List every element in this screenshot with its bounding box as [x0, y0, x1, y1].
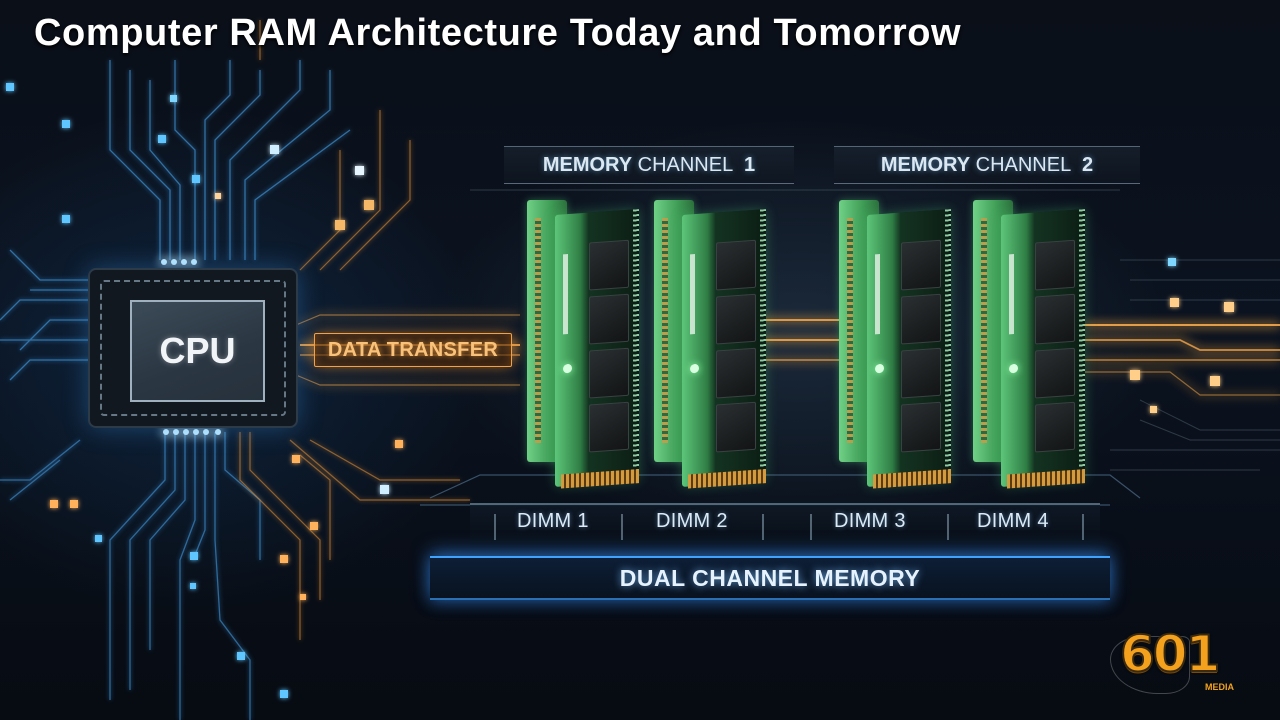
cpu-pin-border — [100, 280, 286, 416]
slot-divider — [947, 514, 949, 540]
dimm-slot-bar — [470, 503, 1100, 547]
memory-channel-2-header: MEMORY CHANNEL 2 — [834, 146, 1140, 184]
slot-divider — [621, 514, 623, 540]
channel-2-prefix: MEMORY — [880, 153, 971, 176]
ram-module-2 — [652, 190, 770, 490]
channel-2-word: CHANNEL — [975, 153, 1071, 176]
page-title: Computer RAM Architecture Today and Tomo… — [34, 12, 962, 54]
status-led-icon — [875, 363, 884, 374]
memory-channel-1-header: MEMORY CHANNEL 1 — [504, 146, 794, 184]
logo-subtext: MEDIA — [1205, 682, 1234, 692]
dual-channel-banner: DUAL CHANNEL MEMORY — [430, 556, 1110, 600]
dimm-4-label: DIMM 4 — [977, 510, 1049, 532]
dual-channel-label: DUAL CHANNEL MEMORY — [619, 564, 921, 591]
ram-module-3 — [837, 190, 955, 490]
channel-1-prefix: MEMORY — [542, 153, 633, 176]
memory-channel-1-title: MEMORY CHANNEL 1 — [543, 154, 755, 177]
spiderweb-icon — [1110, 636, 1190, 694]
slot-divider — [494, 514, 496, 540]
ram-module-3-pcb — [867, 209, 951, 487]
dimm-1-label: DIMM 1 — [517, 510, 589, 532]
dimm-3-label: DIMM 3 — [834, 510, 906, 532]
data-transfer-label: DATA TRANSFER — [327, 338, 499, 361]
channel-1-word: CHANNEL — [637, 153, 733, 176]
slot-divider — [762, 514, 764, 540]
status-led-icon — [690, 363, 699, 374]
data-transfer-badge: DATA TRANSFER — [314, 333, 512, 367]
brand-logo: 601 MEDIA — [1110, 625, 1244, 694]
slot-divider — [810, 514, 812, 540]
cpu-die: CPU — [130, 300, 265, 402]
dimm-2-label: DIMM 2 — [656, 510, 728, 532]
ram-module-2-pcb — [682, 209, 766, 487]
logo-number: 601 — [1119, 625, 1221, 683]
ram-module-4-pcb — [1001, 209, 1085, 487]
ram-module-1-pcb — [555, 209, 639, 487]
memory-channel-2-title: MEMORY CHANNEL 2 — [881, 154, 1093, 177]
status-led-icon — [563, 363, 572, 374]
cpu-chip: CPU — [88, 268, 298, 428]
channel-1-number: 1 — [744, 153, 756, 176]
slot-divider — [1082, 514, 1084, 540]
channel-2-number: 2 — [1082, 153, 1094, 176]
cpu-label: CPU — [159, 330, 236, 371]
ram-module-1 — [525, 190, 643, 490]
ram-module-4 — [971, 190, 1089, 490]
status-led-icon — [1009, 363, 1018, 374]
